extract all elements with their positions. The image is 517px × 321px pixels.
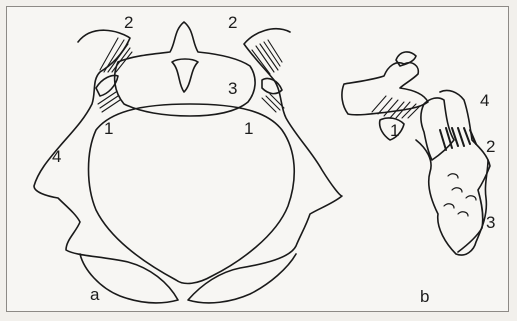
caption-a: a	[90, 286, 99, 303]
panel-a-pelvis	[34, 22, 342, 303]
label-b-1: 1	[390, 122, 399, 139]
right-ilium	[188, 29, 342, 303]
lumbar-vertebra	[342, 63, 428, 115]
label-a-2-left: 2	[124, 14, 133, 31]
label-a-1-right: 1	[244, 120, 253, 137]
caption-b: b	[420, 288, 429, 305]
pelvic-inlet	[89, 104, 295, 283]
label-a-2-right: 2	[228, 14, 237, 31]
left-ilium	[34, 30, 178, 303]
sacrum	[115, 22, 255, 116]
hip-bone-b	[416, 140, 488, 255]
label-a-4: 4	[52, 148, 61, 165]
label-a-1-left: 1	[104, 120, 113, 137]
label-a-3: 3	[228, 80, 237, 97]
sacral-process	[172, 59, 198, 92]
panel-b-lateral	[342, 52, 490, 255]
label-b-3: 3	[486, 214, 495, 231]
label-b-4: 4	[480, 92, 489, 109]
label-b-2: 2	[486, 138, 495, 155]
